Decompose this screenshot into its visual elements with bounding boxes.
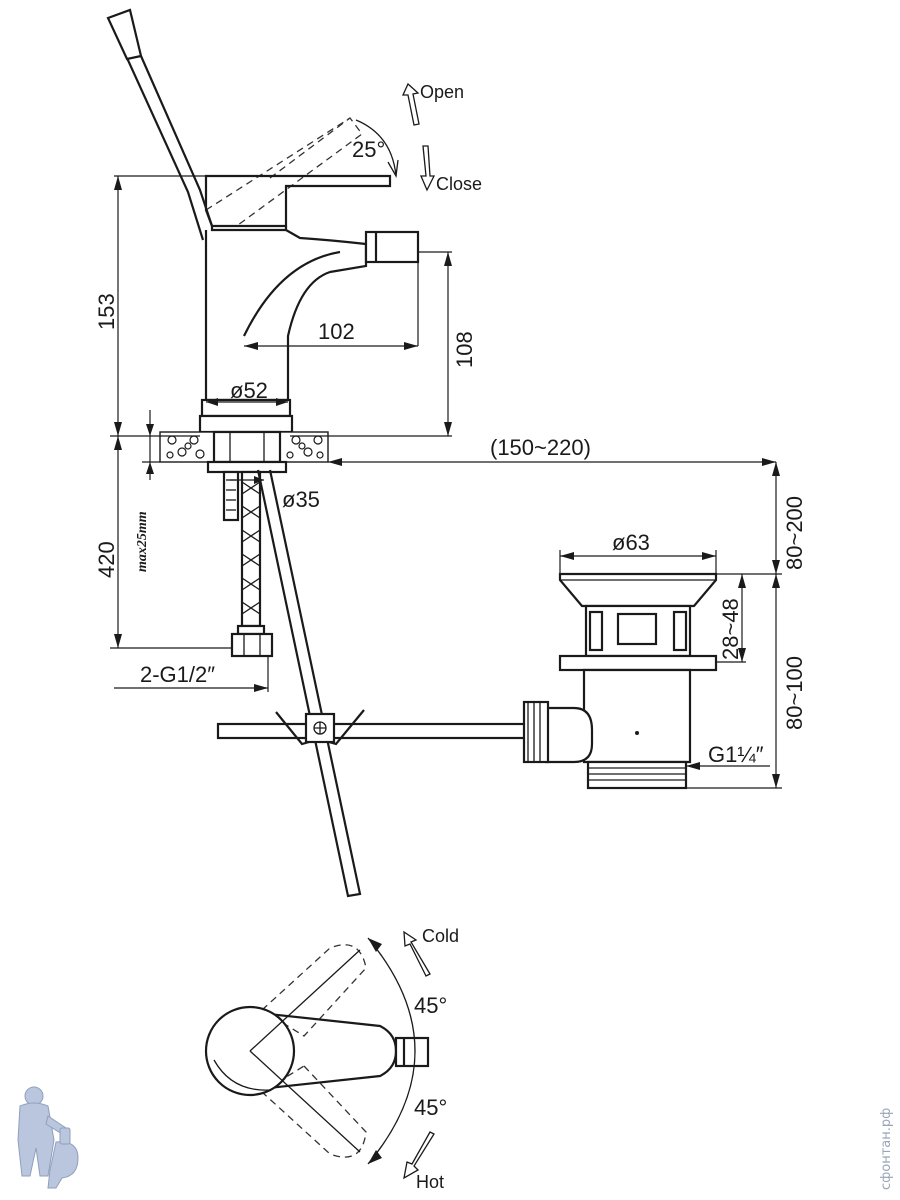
pop-up-waste <box>522 572 718 790</box>
hot-arrow-icon <box>403 1131 435 1180</box>
dim-d35-label: ø35 <box>282 487 320 512</box>
open-label: Open <box>420 82 464 102</box>
mixer-top-view <box>204 944 430 1158</box>
angle-arc-lever <box>355 119 397 177</box>
dim-420-label: 420 <box>94 541 119 578</box>
dim-80-100-label: 80~100 <box>782 656 807 730</box>
lever-side-view <box>106 8 214 241</box>
mixer-body-side <box>198 174 420 434</box>
dim-g114-lines <box>686 762 770 770</box>
close-arrow-icon <box>420 145 436 192</box>
open-arrow-icon <box>401 82 420 126</box>
plumber-mascot-icon <box>17 1086 79 1189</box>
dim-d35-lines <box>230 476 264 484</box>
dim-28-48-lines <box>716 573 746 663</box>
dim-108-lines <box>290 251 452 437</box>
dim-28-48-label: 28~48 <box>718 598 743 660</box>
flexible-hose <box>230 470 274 658</box>
max25-label: max25mm <box>135 511 150 572</box>
dim-d52-label: ø52 <box>230 378 268 403</box>
dim-108-label: 108 <box>452 331 477 368</box>
watermark-text: сфонтан.рф <box>879 1108 894 1190</box>
dim-153-lines <box>110 175 206 437</box>
dim-max25-lines <box>142 410 160 480</box>
angle-hot-label: 45° <box>414 1095 447 1120</box>
cold-arrow-icon <box>403 930 431 977</box>
dim-420-lines <box>110 436 232 649</box>
close-label: Close <box>436 174 482 194</box>
angle-lever-label: 25° <box>352 137 385 162</box>
angle-cold-label: 45° <box>414 993 447 1018</box>
lever-open-position-dashed <box>205 117 363 226</box>
dim-80-200-lines <box>746 462 782 575</box>
dim-150-220-lines <box>328 458 776 466</box>
dim-d63-lines <box>559 550 717 574</box>
dim-d52-lines <box>206 398 288 406</box>
dim-102-label: 102 <box>318 319 355 344</box>
dim-80-100-lines <box>686 574 782 789</box>
swing-arc <box>367 937 416 1165</box>
dim-g12-lines <box>114 656 269 692</box>
mounting-stud-and-nut <box>206 430 288 522</box>
thread-g114-label: G1¼″ <box>708 742 764 767</box>
pop-up-rod <box>256 469 362 898</box>
dim-153-label: 153 <box>94 293 119 330</box>
dim-150-220-label: (150~220) <box>490 435 591 460</box>
dim-102-lines <box>244 262 419 350</box>
cold-label: Cold <box>422 926 459 946</box>
lift-rod-and-clip <box>216 709 528 746</box>
dim-80-200-label: 80~200 <box>782 496 807 570</box>
dim-d63-label: ø63 <box>612 530 650 555</box>
thread-g12-label: 2-G1/2″ <box>140 662 215 687</box>
hot-label: Hot <box>416 1172 444 1192</box>
